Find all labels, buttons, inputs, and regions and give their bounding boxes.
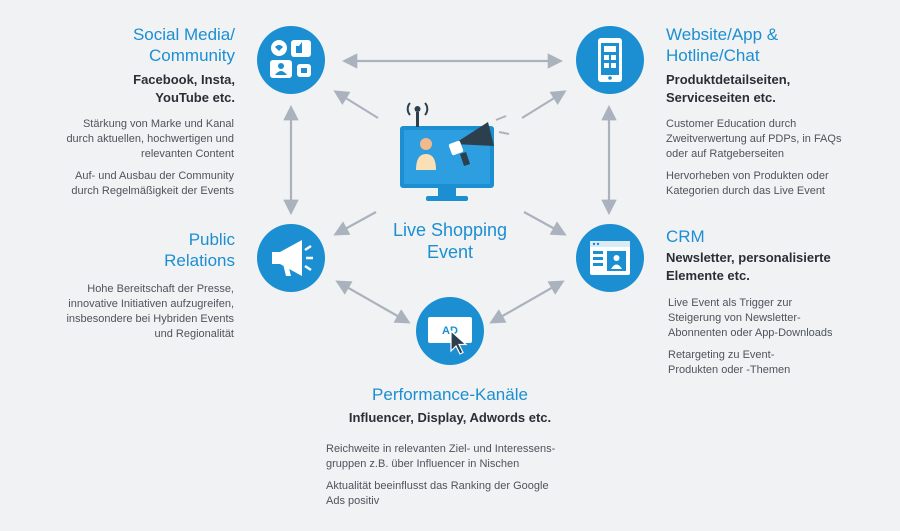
website-circle	[576, 26, 644, 94]
social-subtitle-line-2: YouTube etc.	[155, 90, 235, 105]
performance-p2-line-1: Aktualität beeinflusst das Ranking der G…	[326, 480, 549, 492]
crm-p1-line-1: Live Event als Trigger zur	[668, 297, 793, 309]
pr-title-line-2: Relations	[164, 251, 235, 270]
arrow-center-website	[521, 90, 567, 119]
crm-subtitle-line-1: Newsletter, personalisierte	[666, 250, 831, 265]
performance-body: Reichweite in relevanten Ziel- und Inter…	[326, 442, 616, 516]
megaphone-icon	[272, 240, 313, 276]
monitor-megaphone-icon	[400, 102, 510, 201]
ad-click-icon: AD	[428, 317, 472, 355]
crm-subtitle: Newsletter, personalisierte Elemente etc…	[666, 249, 886, 285]
social-body: Stärkung von Marke und Kanal durch aktue…	[20, 117, 234, 206]
crm-p2-line-2: Produkten oder -Themen	[668, 364, 791, 376]
pr-p1-line-1: Hohe Bereitschaft der Presse,	[87, 283, 234, 295]
social-subtitle: Facebook, Insta, YouTube etc.	[80, 71, 235, 107]
performance-p2-line-2: Ads positiv	[326, 495, 380, 507]
social-p1-line-3: relevanten Content	[141, 148, 234, 160]
performance-paragraph-2: Aktualität beeinflusst das Ranking der G…	[326, 479, 616, 509]
social-subtitle-line-1: Facebook, Insta,	[133, 72, 235, 87]
crm-body: Live Event als Trigger zur Steigerung vo…	[668, 296, 888, 385]
arrow-center-pr	[333, 211, 377, 236]
performance-title: Performance-Kanäle	[372, 385, 528, 404]
social-p1-line-1: Stärkung von Marke und Kanal	[82, 118, 234, 130]
performance-subtitle: Influencer, Display, Adwords etc.	[348, 410, 552, 425]
website-subtitle-line-2: Serviceseiten etc.	[666, 90, 776, 105]
website-paragraph-1: Customer Education durch Zweitverwertung…	[666, 117, 886, 162]
center-title-line-1: Live Shopping	[392, 220, 508, 240]
social-title: Social Media/ Community	[80, 24, 235, 66]
crm-p2-line-1: Retargeting zu Event-	[668, 349, 775, 361]
pr-p1-line-4: und Regionalität	[154, 328, 234, 340]
social-title-line-1: Social Media/	[132, 25, 235, 44]
social-p2-line-2: durch Regelmäßigkeit der Events	[71, 185, 234, 197]
social-p2-line-1: Auf- und Ausbau der Community	[75, 170, 234, 182]
website-p1-line-3: oder auf Ratgeberseiten	[666, 148, 785, 160]
arrow-pr-performance	[335, 280, 411, 324]
website-subtitle: Produktdetailseiten, Serviceseiten etc.	[666, 71, 876, 107]
performance-circle: AD	[416, 297, 484, 365]
website-text: Website/App & Hotline/Chat Produktdetail…	[666, 24, 876, 107]
crm-paragraph-1: Live Event als Trigger zur Steigerung vo…	[668, 296, 888, 341]
pr-paragraph-1: Hohe Bereitschaft der Presse, innovative…	[20, 282, 234, 342]
pr-title-line-1: Public	[188, 230, 235, 249]
performance-paragraph-1: Reichweite in relevanten Ziel- und Inter…	[326, 442, 616, 472]
crm-p1-line-3: Abonnenten oder App-Downloads	[668, 327, 833, 339]
pr-p1-line-2: innovative Initiativen aufzugreifen,	[68, 298, 234, 310]
social-circle	[257, 26, 325, 94]
pr-p1-line-3: insbesondere bei Hybriden Events	[66, 313, 234, 325]
social-title-line-2: Community	[149, 46, 235, 65]
crm-p1-line-2: Steigerung von Newsletter-	[668, 312, 801, 324]
arrow-center-social	[333, 90, 379, 119]
website-title: Website/App & Hotline/Chat	[666, 24, 876, 66]
website-paragraph-2: Hervorheben von Produkten oder Kategorie…	[666, 169, 886, 199]
website-body: Customer Education durch Zweitverwertung…	[666, 117, 886, 206]
social-p1-line-2: durch aktuellen, hochwertigen und	[66, 133, 234, 145]
browser-profile-icon	[590, 241, 630, 275]
website-p1-line-2: Zweitverwertung auf PDPs, in FAQs	[666, 133, 842, 145]
crm-circle	[576, 224, 644, 292]
social-text: Social Media/ Community Facebook, Insta,…	[80, 24, 235, 107]
arrow-crm-performance	[489, 280, 565, 324]
crm-subtitle-line-2: Elemente etc.	[666, 268, 750, 283]
crm-paragraph-2: Retargeting zu Event- Produkten oder -Th…	[668, 348, 888, 378]
crm-title: CRM	[666, 227, 705, 246]
website-subtitle-line-1: Produktdetailseiten,	[666, 72, 791, 87]
pr-circle	[257, 224, 325, 292]
website-p2-line-1: Hervorheben von Produkten oder	[666, 170, 829, 182]
performance-p1-line-1: Reichweite in relevanten Ziel- und Inter…	[326, 443, 556, 455]
pr-body: Hohe Bereitschaft der Presse, innovative…	[20, 282, 234, 349]
social-chat-icon	[270, 40, 311, 78]
website-p2-line-2: Kategorien durch das Live Event	[666, 185, 825, 197]
social-paragraph-2: Auf- und Ausbau der Community durch Rege…	[20, 169, 234, 199]
center-title-line-2: Event	[426, 242, 474, 262]
website-title-line-2: Hotline/Chat	[666, 46, 760, 65]
performance-p1-line-2: gruppen z.B. über Influencer in Nischen	[326, 458, 520, 470]
smartphone-icon	[598, 38, 622, 82]
social-paragraph-1: Stärkung von Marke und Kanal durch aktue…	[20, 117, 234, 162]
center-title: Live Shopping Event	[365, 219, 535, 263]
website-p1-line-1: Customer Education durch	[666, 118, 797, 130]
website-title-line-1: Website/App &	[666, 25, 779, 44]
pr-title: Public Relations	[80, 229, 235, 271]
arrow-center-crm	[523, 211, 567, 236]
